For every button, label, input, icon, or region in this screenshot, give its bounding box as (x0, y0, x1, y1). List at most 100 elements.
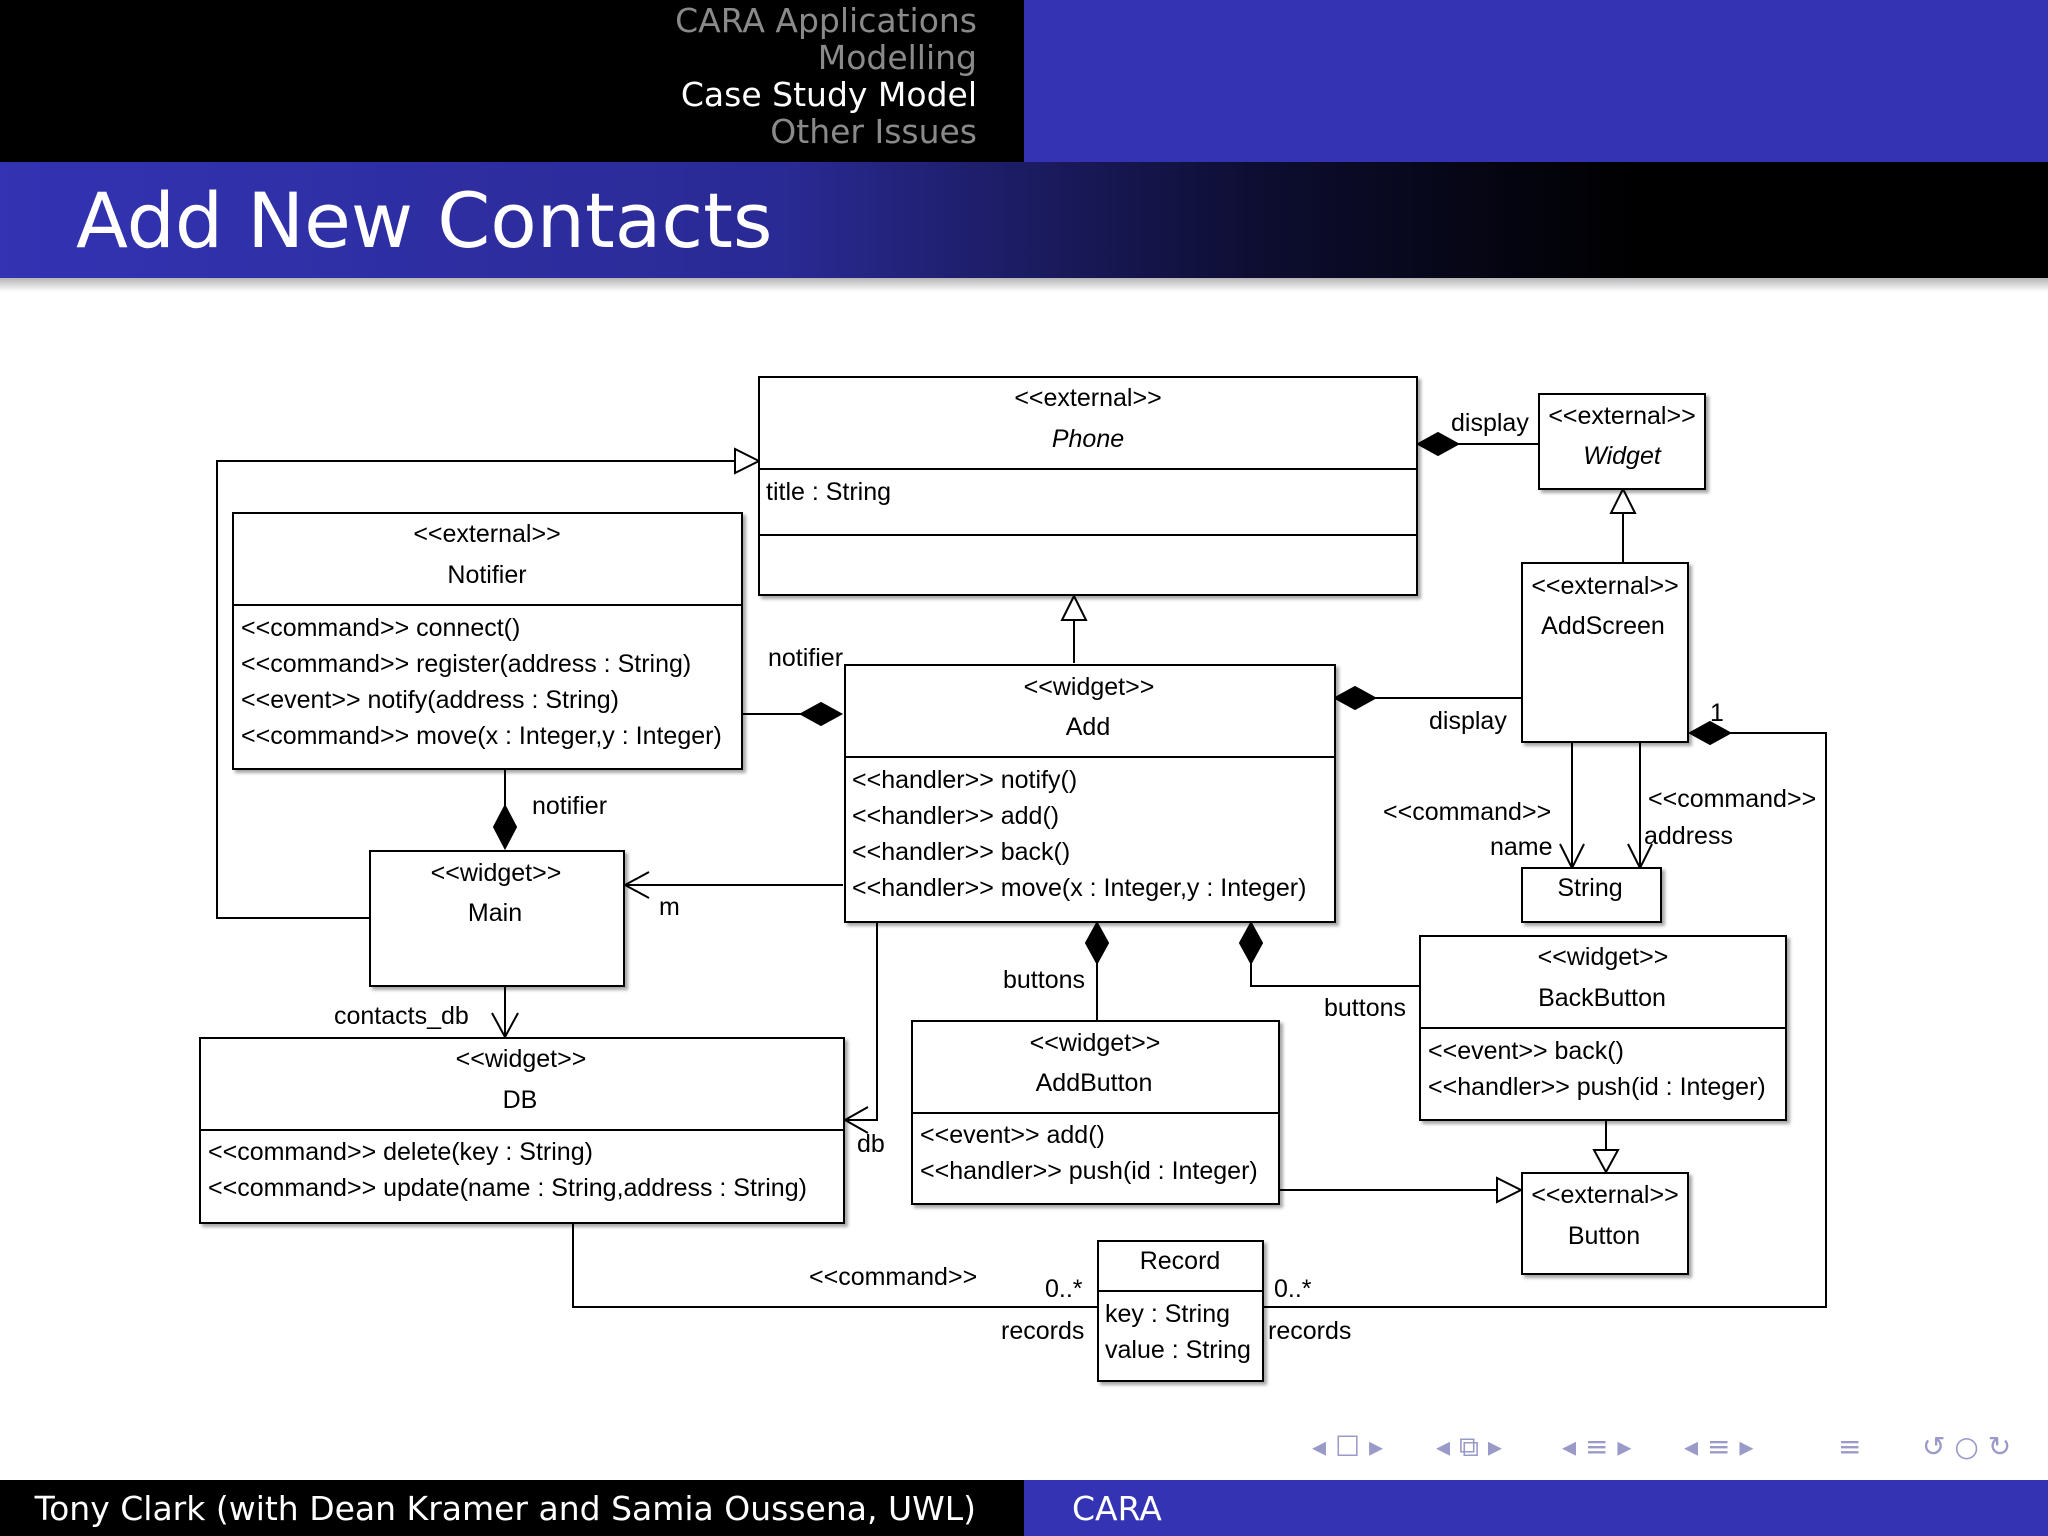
addbutton-operation: <<handler>> push(id : Integer) (920, 1157, 1258, 1185)
class-box-string (1521, 867, 1662, 923)
add-backbutton-composition (1250, 961, 1419, 987)
add-operation: <<handler>> add() (852, 802, 1059, 830)
label-display-addscreen: display (1429, 707, 1507, 735)
button-name: Button (1568, 1222, 1640, 1250)
record-name: Record (1140, 1247, 1221, 1275)
class-box-record (1097, 1240, 1264, 1382)
backbutton-stereotype: <<widget>> (1538, 943, 1669, 971)
add-operation: <<handler>> move(x : Integer,y : Integer… (852, 874, 1306, 902)
db-operation: <<command>> update(name : String,address… (208, 1174, 807, 1202)
addscreen-stereotype: <<external>> (1531, 572, 1678, 600)
addscreen-name: AddScreen (1541, 612, 1665, 640)
notifier-stereotype: <<external>> (413, 520, 560, 548)
button-generalization-arrowhead-left (1496, 1176, 1524, 1204)
add-db-association (845, 922, 878, 1121)
label-command-records: <<command>> (809, 1263, 977, 1291)
label-command-name: <<command>> (1383, 798, 1551, 826)
addbutton-stereotype: <<widget>> (1030, 1029, 1161, 1057)
db-name: DB (503, 1086, 538, 1114)
nav-document-icon[interactable]: ◂ ≡ ▸ (1684, 1430, 1754, 1463)
footer-left: Tony Clark (with Dean Kramer and Samia O… (0, 1480, 1024, 1536)
nav-search-back-forward-icon[interactable]: ↺ ○ ↻ (1922, 1430, 2012, 1463)
addbutton-operation: <<event>> add() (920, 1121, 1105, 1149)
label-multiplicity-one: 1 (1710, 699, 1724, 727)
notifier-name: Notifier (447, 561, 526, 589)
notifier-main-diamond (492, 803, 518, 851)
record-attribute: value : String (1105, 1336, 1251, 1364)
nav-frame-icon[interactable]: ◂ ☐ ▸ (1312, 1430, 1384, 1463)
main-name: Main (468, 899, 522, 927)
add-stereotype: <<widget>> (1024, 673, 1155, 701)
add-name: Add (1066, 713, 1110, 741)
nav-appendix-icon[interactable]: ≡ (1838, 1430, 1862, 1463)
nav-section-icon[interactable]: ◂ ≡ ▸ (1562, 1430, 1632, 1463)
widget-stereotype: <<external>> (1548, 402, 1695, 430)
backbutton-name: BackButton (1538, 984, 1666, 1012)
class-box-add (844, 664, 1336, 923)
nav-item-case-study-model[interactable]: Case Study Model (680, 75, 977, 114)
nav-item-other-issues[interactable]: Other Issues (770, 112, 977, 151)
label-buttons-back: buttons (1324, 994, 1406, 1022)
button-stereotype: <<external>> (1531, 1181, 1678, 1209)
string-name: String (1557, 874, 1622, 902)
notifier-operation: <<command>> move(x : Integer,y : Integer… (241, 722, 722, 750)
widget-name: Widget (1583, 442, 1662, 470)
notifier-operation: <<event>> notify(address : String) (241, 686, 619, 714)
notifier-operation: <<command>> connect() (241, 614, 520, 642)
label-records-right: records (1268, 1317, 1351, 1345)
add-phone-generalization-arrowhead (1060, 593, 1088, 621)
title-bar: Add New Contacts (0, 162, 2048, 278)
class-box-widget (1538, 393, 1706, 490)
header-left-panel: CARA Applications Modelling Case Study M… (0, 0, 1024, 162)
add-addbutton-diamond (1084, 920, 1110, 966)
phone-name: Phone (1052, 425, 1124, 453)
label-multiplicity-right: 0..* (1274, 1275, 1312, 1303)
footer-right: CARA (1024, 1480, 2048, 1536)
header-right-panel (1024, 0, 2048, 162)
phone-attribute: title : String (766, 478, 891, 506)
class-box-main (369, 850, 625, 987)
label-address: address (1644, 822, 1733, 850)
label-display-phone: display (1451, 409, 1529, 437)
label-records-left: records (1001, 1317, 1084, 1345)
widget-generalization-arrowhead (1609, 486, 1637, 514)
class-box-addscreen (1521, 562, 1689, 743)
notifier-operation: <<command>> register(address : String) (241, 650, 691, 678)
label-notifier-add: notifier (768, 644, 843, 672)
record-attribute: key : String (1105, 1300, 1230, 1328)
add-operation: <<handler>> back() (852, 838, 1070, 866)
notifier-add-diamond (798, 701, 844, 727)
phone-stereotype: <<external>> (1014, 384, 1161, 412)
addbutton-name: AddButton (1036, 1069, 1153, 1097)
nav-item-modelling[interactable]: Modelling (817, 38, 977, 77)
nav-subsection-icon[interactable]: ◂ ⧉ ▸ (1436, 1430, 1502, 1463)
addscreen-record-diamond (1687, 720, 1733, 746)
add-backbutton-diamond (1238, 920, 1264, 966)
title-shadow (0, 278, 2048, 292)
nav-item-cara-applications[interactable]: CARA Applications (675, 1, 977, 40)
label-multiplicity-left: 0..* (1045, 1275, 1083, 1303)
add-operation: <<handler>> notify() (852, 766, 1077, 794)
backbutton-operation: <<event>> back() (1428, 1037, 1624, 1065)
footer-author: Tony Clark (with Dean Kramer and Samia O… (34, 1489, 976, 1528)
phone-generalization-arrowhead (734, 447, 762, 475)
db-stereotype: <<widget>> (456, 1045, 587, 1073)
label-name: name (1490, 833, 1553, 861)
phone-widget-diamond (1415, 431, 1461, 457)
footer-short-title: CARA (1072, 1489, 1162, 1528)
label-contacts-db: contacts_db (334, 1002, 469, 1030)
label-db: db (857, 1130, 885, 1158)
class-box-phone (758, 376, 1418, 596)
label-command-address: <<command>> (1648, 785, 1816, 813)
main-stereotype: <<widget>> (431, 859, 562, 887)
db-record-association (572, 1224, 1098, 1308)
section-navigation: CARA Applications Modelling Case Study M… (675, 2, 977, 150)
addscreen-record-composition (1263, 732, 1827, 1308)
label-buttons-add: buttons (1003, 966, 1085, 994)
slide-title: Add New Contacts (76, 176, 773, 265)
class-box-notifier (232, 512, 743, 770)
main-phone-generalization (216, 460, 735, 919)
label-notifier-main: notifier (532, 792, 607, 820)
uml-class-diagram: <<external>> Phone title : String <<exte… (199, 376, 1827, 1382)
button-generalization-arrowhead-top (1592, 1149, 1620, 1175)
